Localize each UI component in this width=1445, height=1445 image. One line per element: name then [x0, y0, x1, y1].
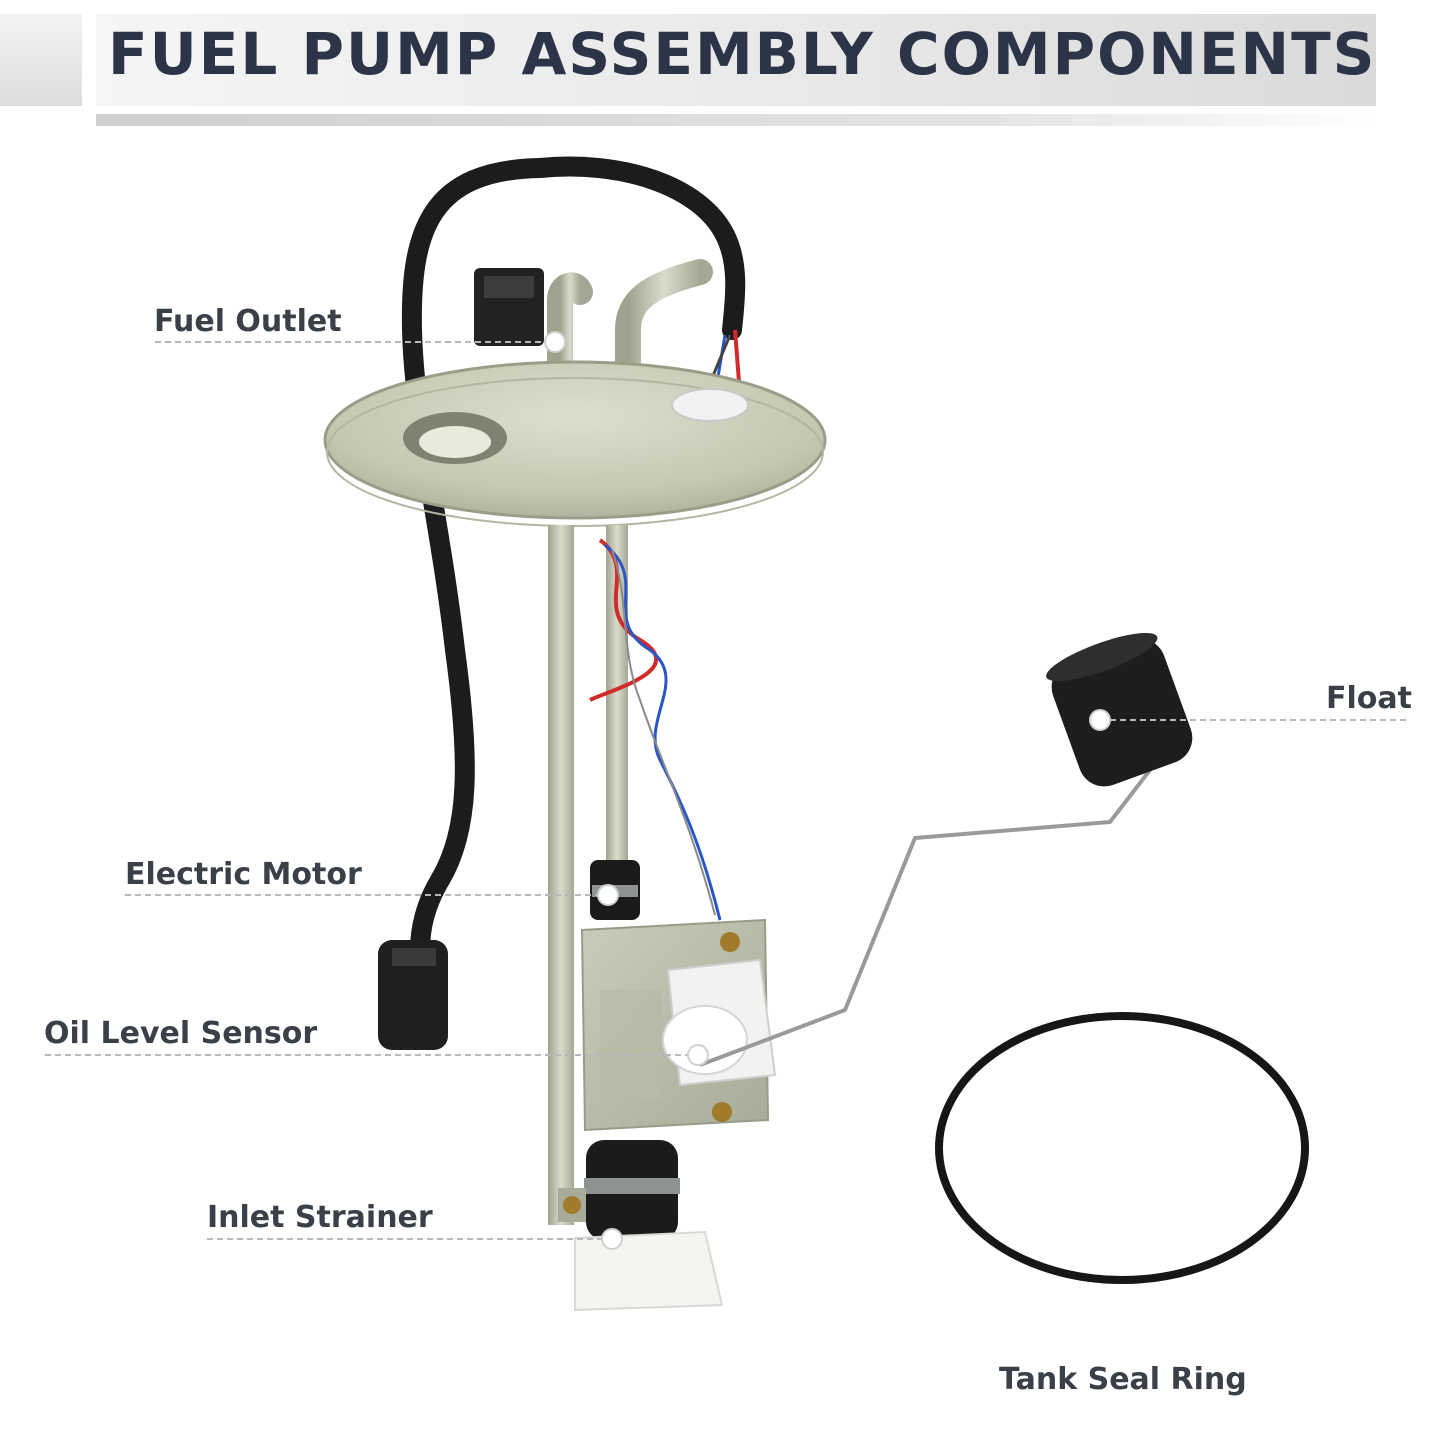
label-fuel-outlet: Fuel Outlet [154, 304, 342, 339]
label-inlet-strainer: Inlet Strainer [207, 1200, 433, 1235]
label-tank-seal-ring: Tank Seal Ring [999, 1362, 1247, 1397]
mounting-flange [323, 360, 827, 520]
marker-dot-oil-level-sensor [687, 1044, 709, 1066]
marker-dot-fuel-outlet [544, 331, 566, 353]
label-electric-motor: Electric Motor [125, 857, 362, 892]
marker-dot-electric-motor [597, 884, 619, 906]
inlet-strainer [574, 1230, 724, 1312]
fuel-outlet-tube [547, 272, 593, 443]
label-float: Float [1326, 681, 1412, 716]
support-rod [548, 525, 574, 1225]
header-banner [96, 14, 1376, 106]
marker-dot-float [1089, 709, 1111, 731]
harness-connector [378, 940, 448, 1050]
tank-seal-ring [935, 1012, 1309, 1284]
float-body [1046, 632, 1193, 787]
float-arm [699, 768, 1152, 1067]
header-underline [96, 114, 1376, 126]
page-title: FUEL PUMP ASSEMBLY COMPONENTS [108, 20, 1377, 88]
header-accent-block [0, 14, 82, 106]
label-oil-level-sensor: Oil Level Sensor [44, 1016, 318, 1051]
wire-harness-hose [401, 158, 550, 960]
wire-grommet [671, 388, 749, 422]
marker-dot-inlet-strainer [601, 1228, 623, 1250]
return-tube [615, 259, 713, 443]
